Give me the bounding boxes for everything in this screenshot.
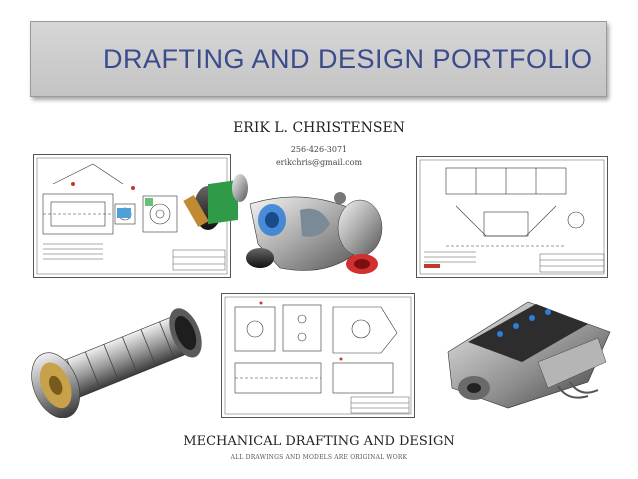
pump-render bbox=[183, 174, 383, 274]
model-pump-housing bbox=[180, 168, 410, 296]
drawing-sheet-3 bbox=[221, 293, 415, 418]
footer-title: MECHANICAL DRAFTING AND DESIGN bbox=[183, 434, 455, 449]
engine-render bbox=[447, 301, 611, 409]
model-v8-engine bbox=[438, 292, 616, 418]
phone-number: 256-426-3071 bbox=[290, 145, 348, 154]
footer-subtitle: ALL DRAWINGS AND MODELS ARE ORIGINAL WOR… bbox=[230, 454, 408, 461]
email-address: erikchris@gmail.com bbox=[275, 158, 363, 167]
page-title: DRAFTING AND DESIGN PORTFOLIO bbox=[103, 44, 593, 74]
author-name: ERIK L. CHRISTENSEN bbox=[233, 120, 405, 136]
turbine-render bbox=[31, 308, 202, 418]
drawing-sheet-2 bbox=[416, 156, 608, 278]
drawing-engine-block bbox=[416, 156, 608, 278]
title-banner: DRAFTING AND DESIGN PORTFOLIO bbox=[30, 21, 607, 97]
model-turbine-engine bbox=[20, 298, 216, 418]
drawing-bracket-part bbox=[221, 293, 415, 418]
